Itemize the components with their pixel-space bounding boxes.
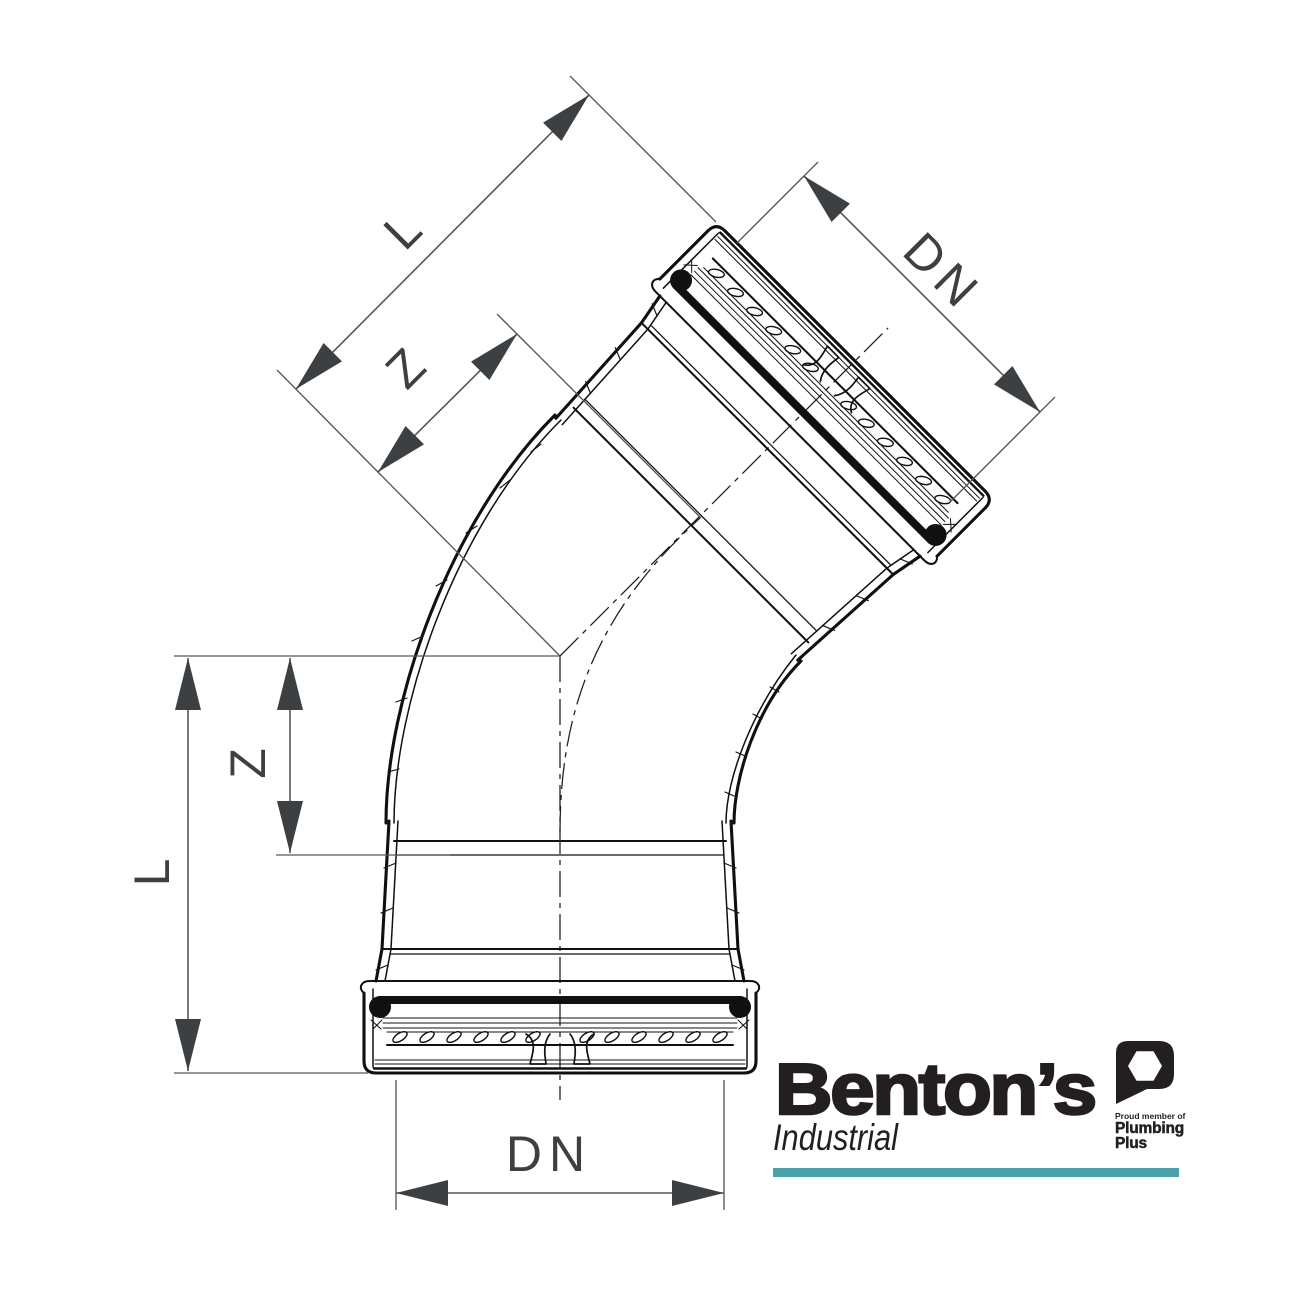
wall-hatch-ticks xyxy=(387,443,780,797)
teal-accent-rule xyxy=(773,1168,1179,1177)
dim-left-length: L xyxy=(124,658,201,1071)
upper-offset-label: Z xyxy=(375,333,441,399)
extension-lines xyxy=(174,75,1056,1210)
member-line1: Proud member of xyxy=(1115,1111,1186,1121)
member-line2: Plumbing xyxy=(1115,1120,1184,1137)
arrowhead xyxy=(277,658,303,710)
bottom-diameter-label: DN xyxy=(506,1126,592,1182)
left-length-label: L xyxy=(124,852,180,887)
dim-upper-diameter: DN xyxy=(794,166,1050,422)
bend-radius-centerline xyxy=(559,517,701,833)
member-line3: Plus xyxy=(1115,1135,1147,1152)
left-offset-label: Z xyxy=(220,741,276,779)
elbow-body xyxy=(359,218,998,1075)
brand-wordmark: Benton’s xyxy=(775,1050,1095,1130)
logo-block: Benton’s Industrial Proud member of Plum… xyxy=(773,1041,1186,1177)
arrowhead xyxy=(396,1180,448,1206)
dim-bottom-diameter: DN xyxy=(396,1126,724,1206)
bend-walls xyxy=(384,413,803,825)
arrowhead xyxy=(277,801,303,853)
arrowhead xyxy=(672,1180,724,1206)
centerlines xyxy=(559,327,889,1100)
diagonal-centerline xyxy=(559,327,889,657)
dim-upper-offset: Z xyxy=(368,324,527,482)
arrowhead xyxy=(175,658,201,710)
division-wordmark: Industrial xyxy=(773,1117,899,1158)
upper-length-label: L xyxy=(373,196,437,260)
plumbing-plus-badge: Proud member of Plumbing Plus xyxy=(1115,1041,1186,1152)
dim-left-offset: Z xyxy=(220,658,303,853)
arrowhead xyxy=(175,1019,201,1071)
dim-upper-length: L xyxy=(286,85,599,399)
upper-diameter-label: DN xyxy=(893,222,994,323)
hexagon-cutout xyxy=(1128,1051,1162,1081)
